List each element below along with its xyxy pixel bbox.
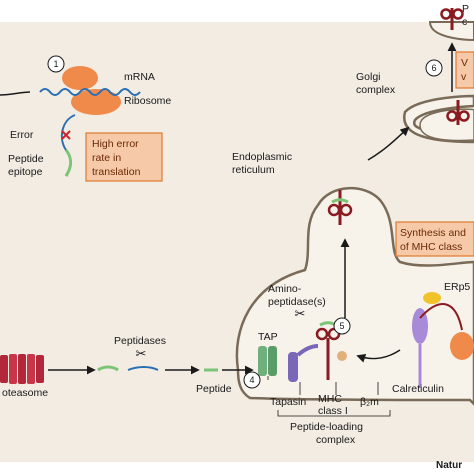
mhc-top [440, 8, 464, 30]
mhc-label-2: class I [318, 405, 348, 417]
error-label: Error [10, 129, 34, 141]
synthesis-label-2: of MHC class [400, 241, 462, 253]
tap-transporter [258, 346, 277, 376]
mhc-in-golgi [446, 100, 470, 125]
erp57 [423, 292, 441, 304]
peptide-fragment-2 [127, 366, 159, 371]
arrow-synthesis-to-loading [356, 349, 401, 363]
aminopeptidase-scissors-icon: ✂ [295, 307, 306, 322]
step-4-marker: 4 [243, 371, 261, 389]
er-label-1: Endoplasmic [232, 151, 292, 163]
nascent-mhc-chain [419, 303, 463, 331]
erp-label: ERp5 [444, 281, 470, 293]
svg-text:6: 6 [431, 63, 436, 73]
high-error-box [85, 132, 163, 182]
beta2m [337, 351, 347, 361]
peptide-epitope-segment [64, 149, 73, 177]
svg-text:5: 5 [339, 321, 344, 331]
plc-label-2: complex [316, 434, 356, 446]
plc-bracket [277, 410, 391, 417]
synthesis-label-1: Synthesis and [400, 227, 466, 239]
peptidases-label: Peptidases [114, 335, 166, 347]
ribosome-large-subunit [62, 66, 98, 90]
peptide-epitope-label-1: Peptide [8, 153, 44, 165]
b2m-label: β₂m [360, 396, 379, 408]
svg-text:4: 4 [249, 375, 254, 385]
peptide-epitope-label-2: epitope [8, 166, 43, 178]
mhc-label-1: MHC [318, 393, 342, 405]
peptide-fragment-1 [97, 365, 119, 372]
vesicle-box-label-1: V [461, 57, 468, 69]
leader-lines [267, 376, 379, 395]
mhc-in-er-vesicle [327, 190, 353, 225]
cell-top-strip [0, 0, 474, 22]
high-error-label-2: rate in [92, 152, 121, 164]
mrna-label: mRNA [124, 71, 155, 83]
step-5-marker: 5 [333, 317, 351, 335]
synthesis-box [395, 221, 474, 257]
er-label-2: reticulum [232, 164, 275, 176]
journal-credit: Natur [436, 460, 462, 471]
step-6-marker: 6 [425, 59, 443, 77]
peptidases-scissors-icon: ✂ [136, 347, 147, 362]
high-error-label-1: High error [92, 138, 139, 150]
tapasin-label: Tapasin [270, 396, 306, 408]
endoplasmic-reticulum [235, 187, 474, 406]
arrow-to-ribosome [0, 91, 31, 96]
error-mark [61, 130, 71, 140]
aminopeptidase-label-2: peptidase(s) [268, 296, 326, 308]
calreticulin [412, 308, 428, 344]
svg-text:1: 1 [53, 59, 58, 69]
proteasome-label: oteasome [2, 387, 48, 399]
plc-label-1: Peptide-loading [290, 421, 363, 433]
ribosome-label: Ribosome [124, 95, 171, 107]
peptide-label: Peptide [196, 383, 232, 395]
proteasome [0, 354, 44, 384]
aminopeptidase-label-1: Amino- [268, 283, 302, 295]
golgi-label-2: complex [356, 84, 396, 96]
arrow-er-to-golgi [367, 126, 410, 161]
golgi-label-1: Golgi [356, 71, 381, 83]
vesicle-box [455, 51, 474, 89]
step-1-marker: 1 [47, 55, 65, 73]
vesicle-box-label-2: v [461, 71, 467, 83]
ribosome-small-subunit [71, 89, 121, 115]
high-error-label-3: translation [92, 166, 141, 178]
tap-label: TAP [258, 331, 278, 343]
top-label-c: c [462, 16, 467, 28]
calreticulin-label: Calreticulin [392, 383, 444, 395]
nascent-mhc-blob [450, 332, 474, 360]
top-label-p: P [462, 3, 469, 15]
top-vesicle [428, 21, 474, 42]
tapasin [288, 352, 298, 382]
mrna-strand [39, 88, 141, 96]
tapasin-arm [296, 344, 319, 357]
